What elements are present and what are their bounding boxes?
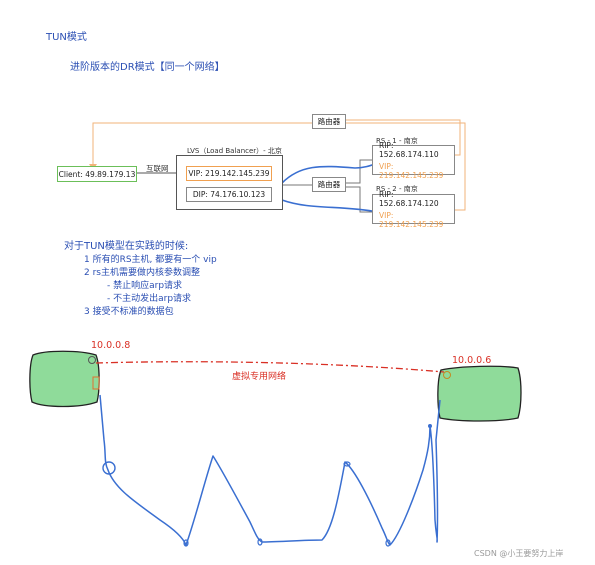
- rs2-vip: VIP: 219.142.145.239: [379, 210, 444, 229]
- path-knot-5: [428, 424, 432, 428]
- physical-path-line: [99, 394, 441, 546]
- right-host-node: [443, 371, 451, 379]
- router-mid: 路由器: [312, 177, 346, 192]
- return-path-rs1: [346, 119, 461, 156]
- rs1-title: RS - 1 - 南京: [376, 137, 418, 145]
- lvs-vip-label: VIP: 219.142.145.239: [188, 169, 270, 178]
- router-rs2-link: [346, 186, 372, 213]
- client-box: Client: 49.89.179.13: [57, 166, 137, 182]
- notes-item-2b: - 不主动发出arp请求: [107, 294, 192, 304]
- ip-right-label: 10.0.0.6: [452, 355, 492, 366]
- lvs-dip-label: DIP: 74.176.10.123: [192, 190, 266, 199]
- return-path-right: [346, 122, 466, 211]
- rs1-vip: VIP: 219.142.145.239: [379, 161, 444, 180]
- rs2-rip: RIP: 152.68.174.120: [379, 189, 439, 208]
- path-knot-1: [183, 539, 189, 547]
- left-host-shape: [29, 350, 100, 408]
- notes-item-2: 2 rs主机需要做内核参数调整: [84, 268, 200, 278]
- router-rs1-link: [346, 159, 372, 184]
- page-title: TUN模式: [46, 32, 87, 43]
- notes-item-2a: - 禁止响应arp请求: [107, 281, 183, 291]
- notes-item-3: 3 接受不标准的数据包: [84, 307, 174, 317]
- left-host-port: [92, 376, 100, 390]
- router-top: 路由器: [312, 114, 346, 129]
- ip-left-label: 10.0.0.8: [91, 340, 131, 351]
- page-subtitle: 进阶版本的DR模式【同一个网络】: [70, 62, 225, 73]
- tunnel-stroke-rs2: [281, 199, 379, 213]
- rs2-title: RS - 2 - 南京: [376, 185, 418, 193]
- client-label: Client: 49.89.179.13: [58, 169, 136, 179]
- rs1-rip: RIP: 152.68.174.110: [379, 140, 439, 159]
- notes-item-1: 1 所有的RS主机, 都要有一个 vip: [84, 255, 217, 265]
- path-knot-2: [257, 538, 263, 546]
- rs2-box: RIP: 152.68.174.120 VIP: 219.142.145.239: [372, 190, 455, 229]
- path-knot-3: [343, 461, 351, 467]
- rs1-box: RIP: 152.68.174.110 VIP: 219.142.145.239: [372, 141, 455, 180]
- return-path-line: [92, 122, 312, 165]
- tunnel-label: 虚拟专用网络: [232, 372, 287, 382]
- internet-label: 互联网: [146, 164, 169, 173]
- right-host-shape: [437, 365, 522, 422]
- left-host-node: [88, 356, 96, 364]
- lvs-vip-box: VIP: 219.142.145.239: [186, 166, 272, 181]
- lvs-dip-box: DIP: 74.176.10.123: [186, 187, 272, 202]
- path-knot-4: [385, 539, 391, 547]
- notes-heading: 对于TUN模型在实践的时候:: [64, 241, 189, 252]
- watermark: CSDN @小王要努力上岸: [474, 549, 564, 558]
- router-mid-label: 路由器: [317, 180, 341, 189]
- router-top-label: 路由器: [317, 117, 341, 126]
- lvs-title: LVS（Load Balancer）- 北京: [187, 147, 282, 155]
- path-loop-node: [102, 461, 116, 475]
- tunnel-dashed-line: [95, 361, 445, 373]
